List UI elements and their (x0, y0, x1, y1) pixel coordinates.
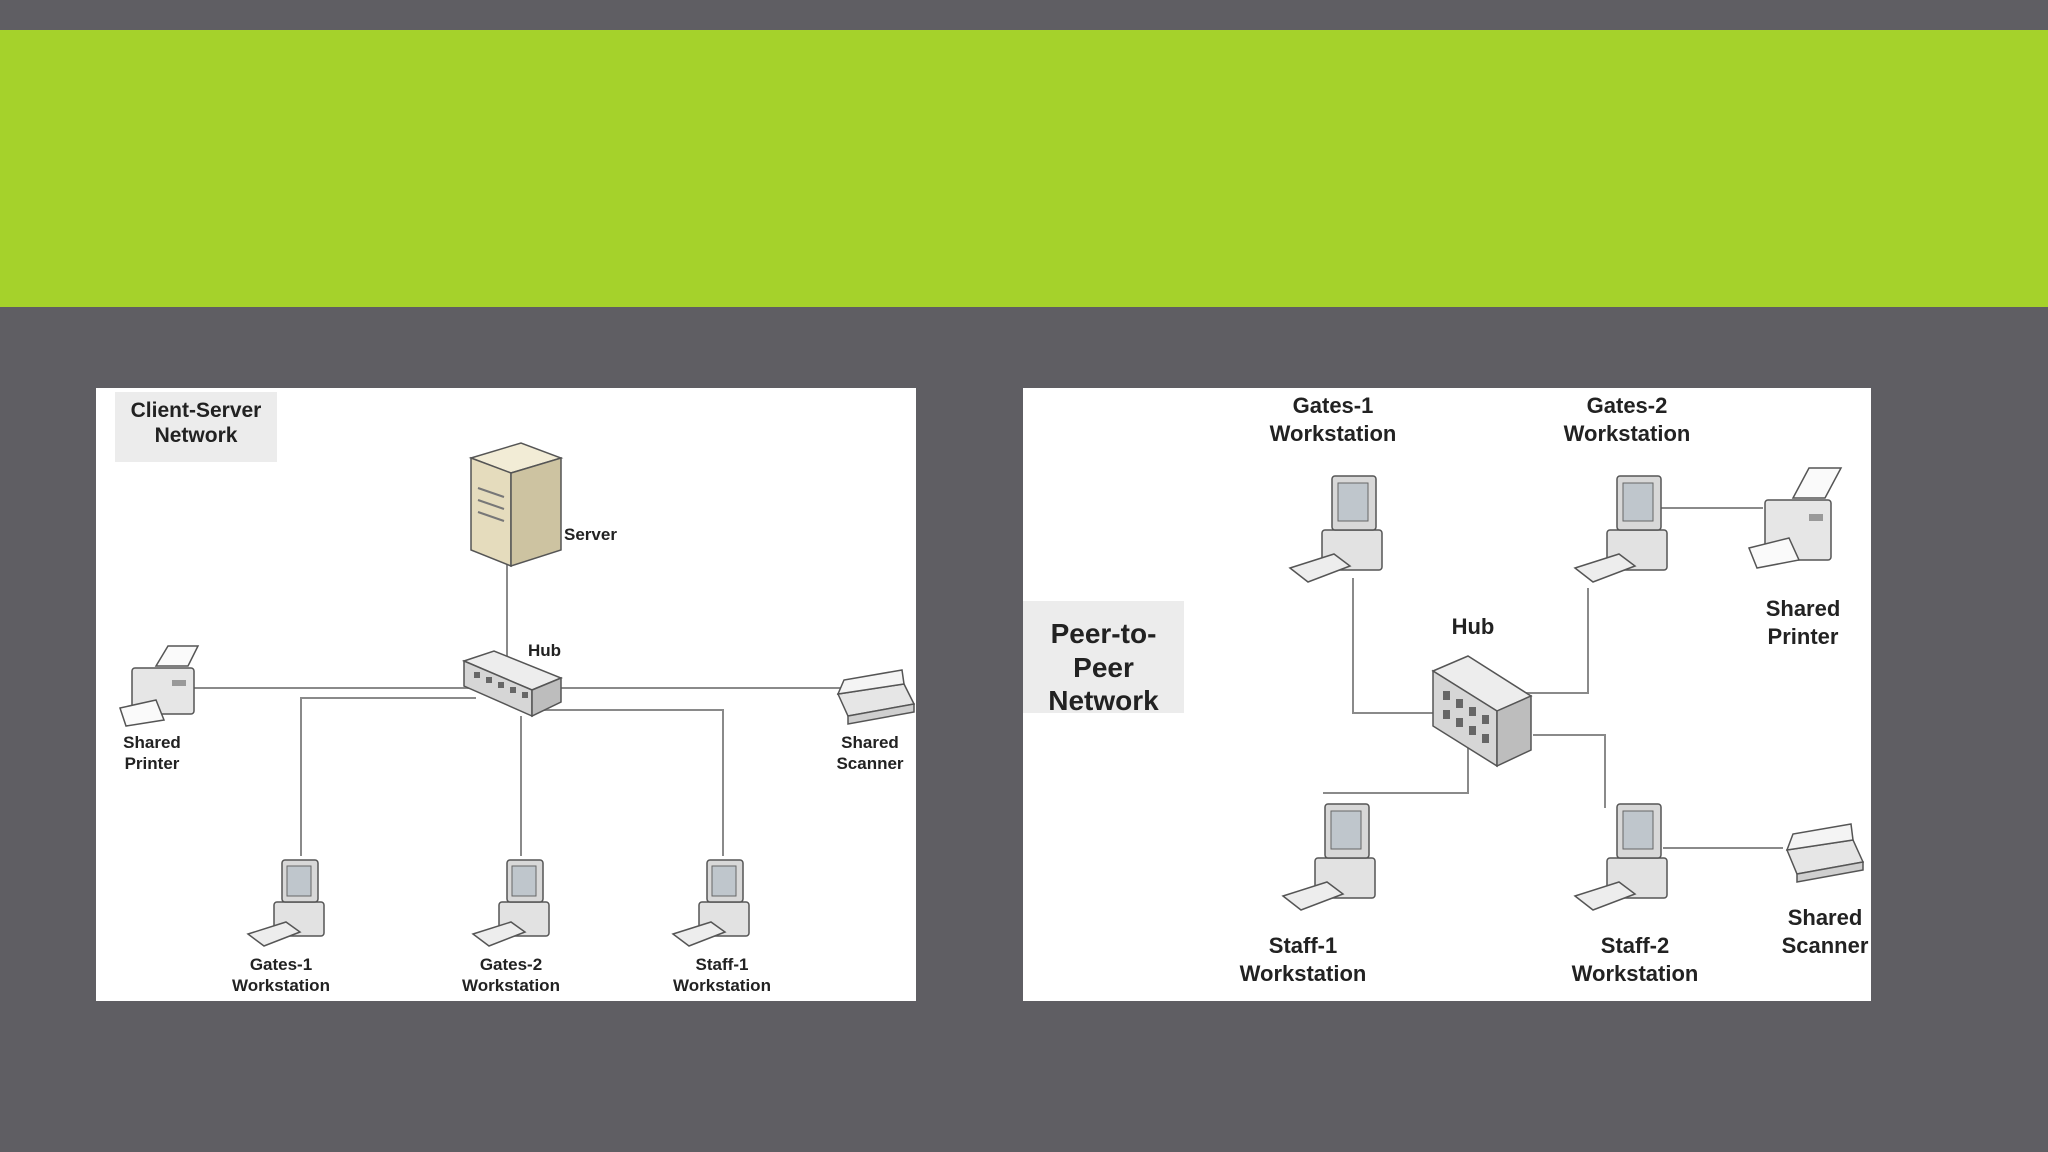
printer-label: Shared Printer (123, 733, 181, 774)
diagram-title: Peer-to-Peer Network (1023, 601, 1184, 716)
scanner-icon (837, 669, 915, 725)
hub-icon (1431, 655, 1533, 768)
workstation-icon (247, 859, 325, 947)
server-label: Server (564, 525, 617, 544)
scanner-label: Shared Scanner (836, 733, 904, 774)
workstation-label: Gates-2 Workstation (462, 955, 560, 996)
workstation-icon (1574, 803, 1668, 911)
workstation-label: Gates-1 Workstation (232, 955, 330, 996)
peer-to-peer-diagram: Peer-to-Peer Network Gates-1 Workstation… (1023, 388, 1871, 1001)
hub-label: Hub (528, 641, 562, 660)
workstation-label: Staff-2 Workstation (1571, 933, 1699, 986)
server-icon (468, 442, 564, 568)
scanner-icon (1786, 823, 1864, 883)
printer-label: Shared Printer (1765, 596, 1841, 649)
client-server-diagram: Client-Server Network Server Hub Shared … (96, 388, 916, 1001)
workstation-icon (472, 859, 550, 947)
workstation-label: Gates-1 Workstation (1269, 393, 1397, 446)
hub-icon (461, 650, 563, 718)
hub-label: Hub (1451, 614, 1495, 639)
network-wires (1323, 507, 1783, 849)
printer-icon (119, 645, 199, 727)
client-server-wiring (119, 442, 915, 947)
workstation-label: Staff-1 Workstation (1239, 933, 1367, 986)
peer-to-peer-wiring (1282, 467, 1864, 911)
workstation-icon (1574, 475, 1668, 583)
workstation-icon (1289, 475, 1383, 583)
scanner-label: Shared Scanner (1781, 905, 1869, 958)
workstation-label: Staff-1 Workstation (673, 955, 771, 996)
title-band (0, 30, 2048, 307)
diagram-title: Client-Server Network (115, 392, 277, 462)
network-wires (186, 564, 851, 856)
printer-icon (1748, 467, 1842, 569)
workstation-icon (1282, 803, 1376, 911)
workstation-label: Gates-2 Workstation (1563, 393, 1691, 446)
workstation-icon (672, 859, 750, 947)
